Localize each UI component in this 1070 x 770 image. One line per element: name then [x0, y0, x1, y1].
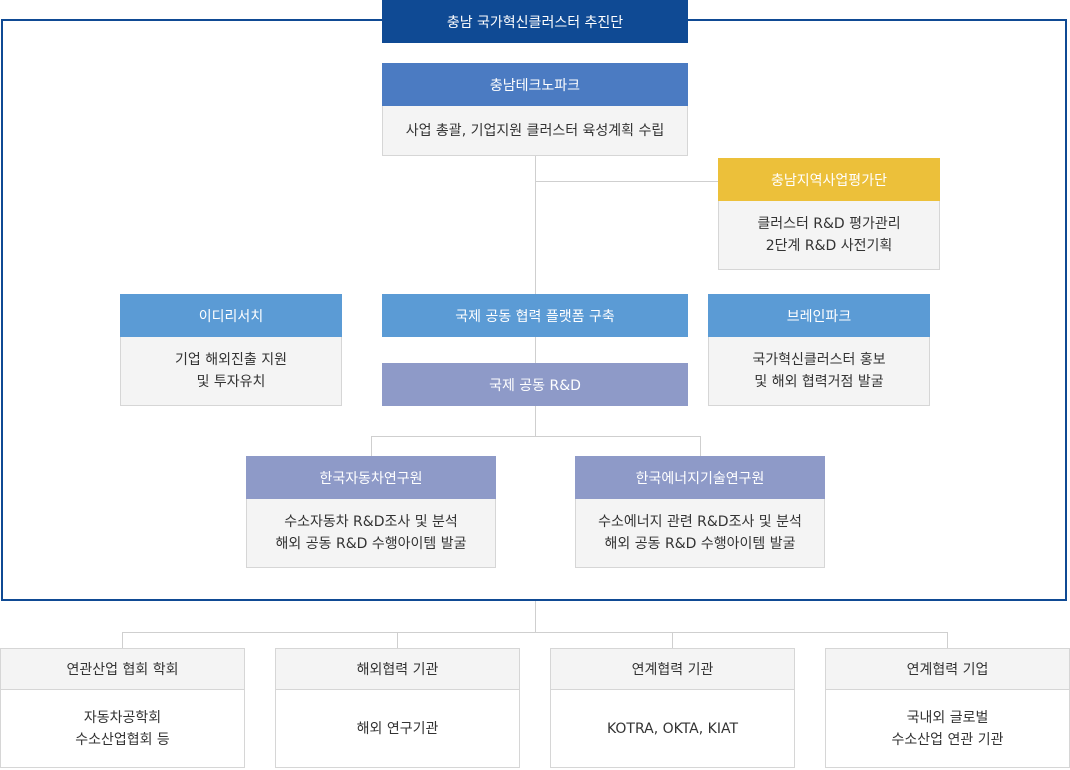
partner-overseas: 해외협력 기관 해외 연구기관	[275, 648, 520, 768]
edirsearch-desc: 기업 해외진출 지원 및 투자유치	[120, 337, 342, 406]
brainpark-line-2: 및 해외 협력거점 발굴	[754, 374, 884, 390]
kier-desc: 수소에너지 관련 R&D조사 및 분석 해외 공동 R&D 수행아이템 발굴	[575, 499, 825, 568]
connector-institutes-bar	[371, 436, 701, 437]
partner-agencies-desc: KOTRA, OKTA, KIAT	[550, 690, 795, 768]
kier-name: 한국에너지기술연구원	[575, 456, 825, 499]
connector-trunk-top	[535, 156, 536, 294]
partner-association-desc: 자동차공학회 수소산업협회 등	[0, 690, 245, 768]
platform-node: 국제 공동 협력 플랫폼 구축	[382, 294, 688, 337]
brainpark-line-1: 국가혁신클러스터 홍보	[752, 352, 886, 368]
partner-association-line-1: 자동차공학회	[83, 709, 162, 726]
diagram-title: 충남 국가혁신클러스터 추진단	[382, 0, 688, 43]
katech-line-1: 수소자동차 R&D조사 및 분석	[284, 514, 458, 530]
katech-desc: 수소자동차 R&D조사 및 분석 해외 공동 R&D 수행아이템 발굴	[246, 499, 496, 568]
edirsearch-line-2: 및 투자유치	[196, 374, 266, 390]
kier-line-2: 해외 공동 R&D 수행아이템 발굴	[604, 536, 796, 552]
katech-name: 한국자동차연구원	[246, 456, 496, 499]
partner-association-name: 연관산업 협회 학회	[0, 648, 245, 690]
partner-association-line-2: 수소산업협회 등	[75, 731, 170, 748]
evaluation-line-1: 클러스터 R&D 평가관리	[757, 216, 901, 232]
technopark-desc: 사업 총괄, 기업지원 클러스터 육성계획 수립	[382, 106, 688, 156]
platform-name: 국제 공동 협력 플랫폼 구축	[382, 294, 688, 337]
partner-companies-name: 연계협력 기업	[825, 648, 1070, 690]
evaluation-desc: 클러스터 R&D 평가관리 2단계 R&D 사전기획	[718, 201, 940, 270]
katech-node: 한국자동차연구원 수소자동차 R&D조사 및 분석 해외 공동 R&D 수행아이…	[246, 456, 496, 568]
connector-partner-2	[397, 632, 398, 648]
edirsearch-node: 이디리서치 기업 해외진출 지원 및 투자유치	[120, 294, 342, 406]
technopark-node: 충남테크노파크 사업 총괄, 기업지원 클러스터 육성계획 수립	[382, 63, 688, 156]
partner-companies-line-1: 국내외 글로벌	[906, 709, 989, 726]
partner-companies-line-2: 수소산업 연관 기관	[891, 731, 1004, 748]
connector-rnd-down	[535, 406, 536, 436]
joint-rnd-name: 국제 공동 R&D	[382, 363, 688, 406]
partner-agencies-line-1: KOTRA, OKTA, KIAT	[606, 720, 739, 737]
connector-platform-rnd	[535, 337, 536, 363]
connector-katech	[371, 436, 372, 456]
partner-association: 연관산업 협회 학회 자동차공학회 수소산업협회 등	[0, 648, 245, 768]
partner-agencies-name: 연계협력 기관	[550, 648, 795, 690]
kier-line-1: 수소에너지 관련 R&D조사 및 분석	[598, 514, 802, 530]
joint-rnd-node: 국제 공동 R&D	[382, 363, 688, 406]
partner-overseas-desc: 해외 연구기관	[275, 690, 520, 768]
connector-kier	[700, 436, 701, 456]
brainpark-name: 브레인파크	[708, 294, 930, 337]
brainpark-desc: 국가혁신클러스터 홍보 및 해외 협력거점 발굴	[708, 337, 930, 406]
connector-partner-4	[947, 632, 948, 648]
edirsearch-line-1: 기업 해외진출 지원	[175, 352, 287, 368]
partner-agencies: 연계협력 기관 KOTRA, OKTA, KIAT	[550, 648, 795, 768]
partner-overseas-name: 해외협력 기관	[275, 648, 520, 690]
katech-line-2: 해외 공동 R&D 수행아이템 발굴	[275, 536, 467, 552]
connector-partner-1	[122, 632, 123, 648]
edirsearch-name: 이디리서치	[120, 294, 342, 337]
evaluation-node: 충남지역사업평가단 클러스터 R&D 평가관리 2단계 R&D 사전기획	[718, 158, 940, 270]
connector-evaluation	[535, 181, 718, 182]
kier-node: 한국에너지기술연구원 수소에너지 관련 R&D조사 및 분석 해외 공동 R&D…	[575, 456, 825, 568]
connector-bottom-trunk	[535, 601, 536, 632]
partner-companies-desc: 국내외 글로벌 수소산업 연관 기관	[825, 690, 1070, 768]
evaluation-line-2: 2단계 R&D 사전기획	[765, 238, 893, 254]
brainpark-node: 브레인파크 국가혁신클러스터 홍보 및 해외 협력거점 발굴	[708, 294, 930, 406]
evaluation-name: 충남지역사업평가단	[718, 158, 940, 201]
connector-partners-bar	[122, 632, 948, 633]
technopark-name: 충남테크노파크	[382, 63, 688, 106]
technopark-line-1: 사업 총괄, 기업지원 클러스터 육성계획 수립	[405, 122, 665, 139]
partner-companies: 연계협력 기업 국내외 글로벌 수소산업 연관 기관	[825, 648, 1070, 768]
connector-partner-3	[672, 632, 673, 648]
partner-overseas-line-1: 해외 연구기관	[356, 720, 439, 737]
